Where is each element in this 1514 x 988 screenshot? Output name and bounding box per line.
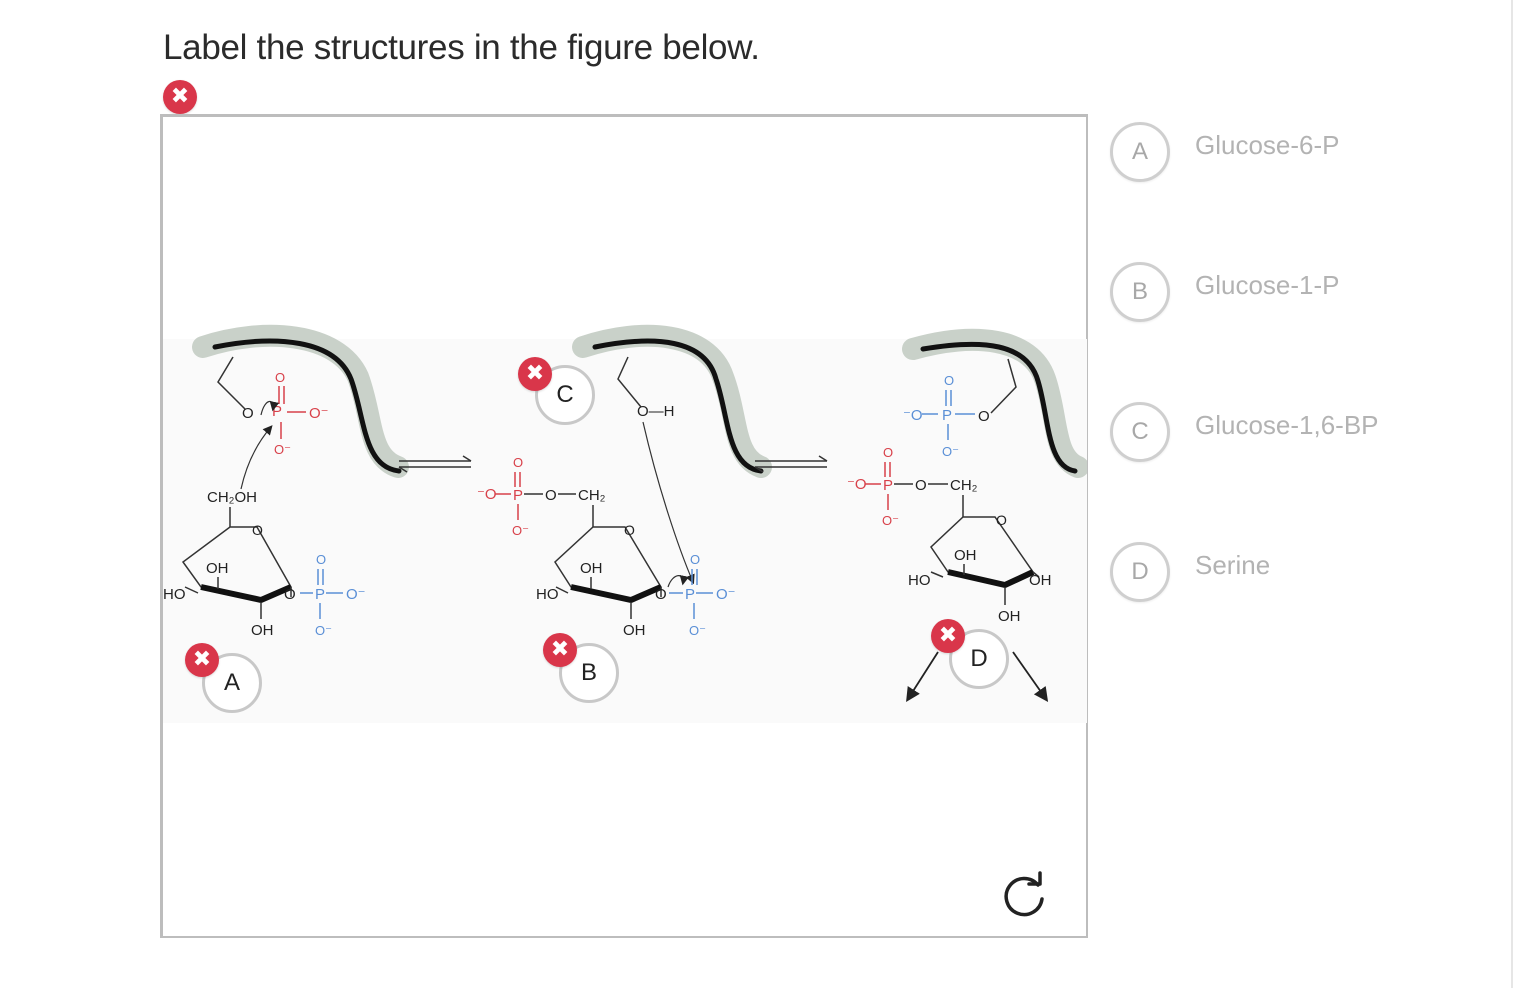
word-bank-text-a: Glucose-6-P — [1195, 130, 1340, 160]
right-phosphate-p: P — [883, 477, 893, 494]
page-divider — [1511, 0, 1513, 988]
drop-zone-c-label: C — [556, 381, 574, 408]
svg-text:O: O — [915, 477, 927, 494]
right-oh-bottom: OH — [998, 608, 1021, 625]
middle-oh-top: OH — [580, 560, 603, 577]
word-bank-circle-b: B — [1110, 262, 1170, 322]
svg-text:O⁻: O⁻ — [689, 623, 706, 638]
word-bank-item-c[interactable]: C Glucose-1,6-BP — [1110, 402, 1490, 462]
svg-text:O⁻: O⁻ — [346, 586, 366, 603]
right-structure: O ⁻O P O O⁻ ⁻O P O CH₂ O O⁻ O — [847, 328, 1087, 703]
svg-text:O: O — [624, 522, 635, 538]
svg-text:O: O — [690, 552, 700, 567]
left-ho: HO — [163, 586, 186, 603]
drop-zone-c-incorrect-icon: ✖ — [518, 357, 552, 391]
rotate-cw-icon[interactable] — [997, 867, 1053, 923]
svg-text:O: O — [545, 487, 557, 504]
svg-text:O⁻: O⁻ — [274, 442, 291, 457]
middle-enzyme-oh: O—H — [637, 403, 675, 420]
svg-text:O: O — [284, 586, 296, 603]
svg-text:O: O — [513, 455, 523, 470]
word-bank-item-b[interactable]: B Glucose-1-P — [1110, 262, 1490, 322]
figure-frame: O P O O⁻ O⁻ CH₂OH O OH HO OH O P — [160, 114, 1088, 938]
svg-text:O⁻: O⁻ — [942, 444, 959, 459]
svg-text:P: P — [942, 407, 952, 424]
svg-text:⁻O: ⁻O — [477, 486, 497, 503]
svg-text:⁻O: ⁻O — [847, 476, 867, 493]
left-oh-bottom: OH — [251, 622, 274, 639]
middle-structure: O—H ⁻O P O CH₂ O O⁻ O OH HO OH O — [477, 324, 772, 639]
svg-text:O⁻: O⁻ — [882, 513, 899, 528]
svg-text:O⁻: O⁻ — [309, 405, 329, 422]
right-ho: HO — [908, 572, 931, 589]
svg-text:O⁻: O⁻ — [716, 586, 736, 603]
left-ch2oh: CH₂OH — [207, 489, 257, 506]
middle-ch2: CH₂ — [578, 487, 606, 504]
middle-phosphate-p: P — [513, 487, 523, 504]
reaction-diagram: O P O O⁻ O⁻ CH₂OH O OH HO OH O P — [163, 324, 1087, 723]
word-bank-text-b: Glucose-1-P — [1195, 270, 1340, 300]
svg-text:O: O — [883, 445, 893, 460]
word-bank-text-c: Glucose-1,6-BP — [1195, 410, 1379, 440]
right-ch2: CH₂ — [950, 477, 978, 494]
svg-text:O⁻: O⁻ — [512, 523, 529, 538]
drop-zone-a-label: A — [223, 669, 240, 696]
drop-zone-d-label: D — [970, 645, 988, 672]
right-oh-right: OH — [1029, 572, 1052, 589]
word-bank-text-d: Serine — [1195, 550, 1271, 580]
svg-text:⁻O: ⁻O — [903, 407, 923, 424]
left-structure: O P O O⁻ O⁻ CH₂OH O OH HO OH O P — [163, 324, 409, 639]
equilibrium-arrow-1 — [398, 455, 472, 473]
svg-text:P: P — [315, 586, 325, 603]
drop-zone-d-incorrect-icon: ✖ — [931, 619, 965, 653]
equilibrium-arrow-2 — [754, 455, 828, 473]
drop-zone-d[interactable]: D — [949, 629, 1009, 689]
drop-zone-a-incorrect-icon: ✖ — [185, 643, 219, 677]
word-bank-circle-c: C — [1110, 402, 1170, 462]
word-bank-item-d[interactable]: D Serine — [1110, 542, 1490, 602]
svg-text:O: O — [242, 405, 254, 422]
question-incorrect-icon: ✖ — [163, 80, 197, 114]
svg-text:O: O — [944, 373, 954, 388]
svg-text:P: P — [685, 586, 695, 603]
word-bank-circle-a: A — [1110, 122, 1170, 182]
left-oh-top: OH — [206, 560, 229, 577]
svg-text:O: O — [252, 522, 263, 538]
left-enzyme-phosphate-p: P — [272, 403, 282, 420]
svg-text:O: O — [655, 586, 667, 603]
svg-text:O: O — [996, 512, 1007, 528]
drop-zone-b-incorrect-icon: ✖ — [543, 633, 577, 667]
word-bank-item-a[interactable]: A Glucose-6-P — [1110, 122, 1490, 182]
svg-text:O: O — [275, 370, 285, 385]
word-bank-circle-d: D — [1110, 542, 1170, 602]
right-oh-top: OH — [954, 547, 977, 564]
svg-text:O: O — [316, 552, 326, 567]
middle-ho: HO — [536, 586, 559, 603]
svg-text:O⁻: O⁻ — [315, 623, 332, 638]
question-title: Label the structures in the figure below… — [163, 28, 760, 67]
svg-text:O: O — [978, 408, 990, 425]
middle-oh-bottom: OH — [623, 622, 646, 639]
drop-zone-b-label: B — [580, 659, 597, 686]
